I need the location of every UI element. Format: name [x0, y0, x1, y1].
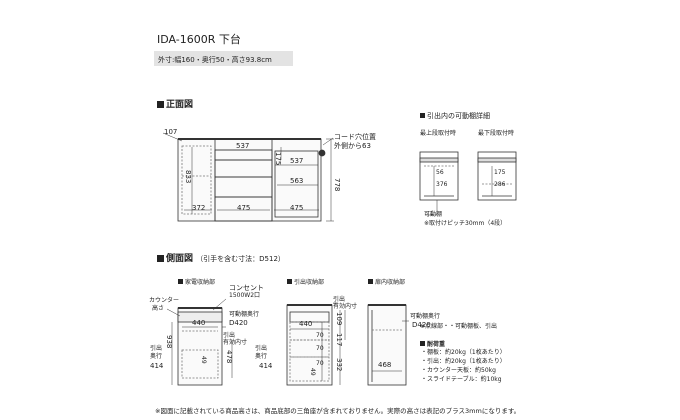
dim-778: 778 — [333, 178, 341, 192]
side-view-heading: 側面図 （引手を含む寸法：D512） — [157, 251, 285, 264]
dim-537-top: 537 — [236, 142, 250, 150]
dim-468: 468 — [378, 361, 392, 369]
square-bullet-icon — [368, 279, 373, 284]
load-slide-table: ・スライドテーブル：約10kg — [421, 376, 502, 383]
dim-414-p2: 414 — [259, 362, 273, 370]
dim-475-right: 475 — [290, 204, 304, 212]
detail-top-label: 最上段取付時 — [420, 130, 457, 137]
dim-376: 376 — [436, 181, 448, 188]
square-bullet-icon — [178, 279, 183, 284]
dim-109: 109 — [335, 312, 343, 326]
dim-372: 372 — [192, 204, 206, 212]
dim-56: 56 — [436, 169, 444, 176]
front-view-heading: 正面図 — [157, 97, 193, 110]
dim-107: 107 — [164, 128, 178, 136]
dim-332: 332 — [335, 358, 343, 372]
p3-shelf-value: D420 — [412, 321, 431, 329]
cord-hole-label: コード穴位置 — [334, 133, 376, 141]
cord-hole-offset: 外側から63 — [334, 142, 371, 150]
shelf-depth-value: D420 — [229, 319, 248, 327]
consent-spec: 1500W2口 — [229, 292, 261, 299]
p2-depth-label-2: 奥行 — [255, 353, 268, 360]
dim-70-c: 70 — [316, 360, 324, 367]
side-panel-3 — [367, 304, 409, 386]
dim-478: 478 — [225, 350, 233, 364]
dim-440-p2: 440 — [299, 320, 313, 328]
detail-bottom-label: 最下段取付時 — [478, 130, 515, 137]
load-drawer: ・引出：約20kg（1枚あたり） — [421, 358, 506, 365]
dim-833: 833 — [184, 170, 192, 184]
dim-414-p1: 414 — [150, 362, 164, 370]
inner-size-label: 引出 — [223, 332, 236, 339]
square-bullet-icon — [287, 279, 292, 284]
consent-label: コンセント — [229, 284, 264, 292]
inner-size-label-2: 有効内寸 — [223, 339, 248, 346]
dim-70-b: 70 — [316, 345, 324, 352]
side-panel-2 — [286, 302, 346, 386]
dim-537-door: 537 — [290, 157, 304, 165]
p2-drawer-label-2: 有効内寸 — [333, 303, 358, 310]
dim-175-detail: 175 — [494, 169, 506, 176]
detail-heading: 引出内の可動棚詳細 — [420, 113, 490, 120]
detail-note-shelf: 可動棚 — [424, 211, 443, 218]
counter-height: 高さ — [152, 305, 165, 312]
dim-49-p2: 49 — [309, 368, 316, 376]
dim-49-p1: 49 — [200, 356, 207, 364]
panel-3-label: 扉内収納部 — [368, 279, 405, 286]
dim-563: 563 — [290, 177, 304, 185]
p2-depth-label-1: 引出 — [255, 345, 268, 352]
drawer-depth-label-2: 奥行 — [150, 353, 163, 360]
legend-note: ※点線部・・可動棚板、引出 — [420, 323, 498, 330]
dim-440-p1: 440 — [192, 319, 206, 327]
side-panel-1 — [166, 298, 233, 386]
front-elevation — [162, 132, 334, 222]
square-bullet-icon — [157, 101, 164, 108]
square-bullet-icon — [420, 341, 425, 346]
square-bullet-icon — [157, 255, 164, 262]
dim-475-left: 475 — [237, 204, 251, 212]
load-heading: 耐荷重 — [420, 341, 445, 348]
panel-2-label: 引出収納部 — [287, 279, 324, 286]
p2-drawer-label-1: 引出 — [333, 296, 346, 303]
dim-117: 117 — [335, 333, 343, 347]
dim-70-a: 70 — [316, 332, 324, 339]
p3-shelf-label: 可動棚奥行 — [410, 313, 441, 320]
drawer-depth-label-1: 引出 — [150, 345, 163, 352]
detail-note-pitch: ※取付けピッチ30mm（4段） — [424, 220, 507, 227]
dim-938: 938 — [165, 335, 173, 349]
panel-1-label: 家電収納部 — [178, 279, 215, 286]
square-bullet-icon — [420, 113, 425, 118]
dim-175: 175 — [274, 152, 282, 166]
outer-dimensions: 外寸:幅160・奥行50・高さ93.8cm — [158, 56, 272, 64]
counter-label: カウンター — [149, 297, 180, 304]
footer-note: ※図面に記載されている商品高さは、商品底部の三角座が含まれておりません。実際の高… — [155, 407, 521, 415]
load-shelf: ・棚板：約20kg（1枚あたり） — [421, 349, 506, 356]
dim-286: 286 — [494, 181, 506, 188]
load-counter: ・カウンター天板：約50kg — [421, 367, 496, 374]
shelf-detail — [419, 151, 517, 216]
shelf-depth-label: 可動棚奥行 — [229, 311, 260, 318]
product-title: IDA-1600R 下台 — [157, 33, 241, 46]
spec-bar — [154, 51, 293, 66]
